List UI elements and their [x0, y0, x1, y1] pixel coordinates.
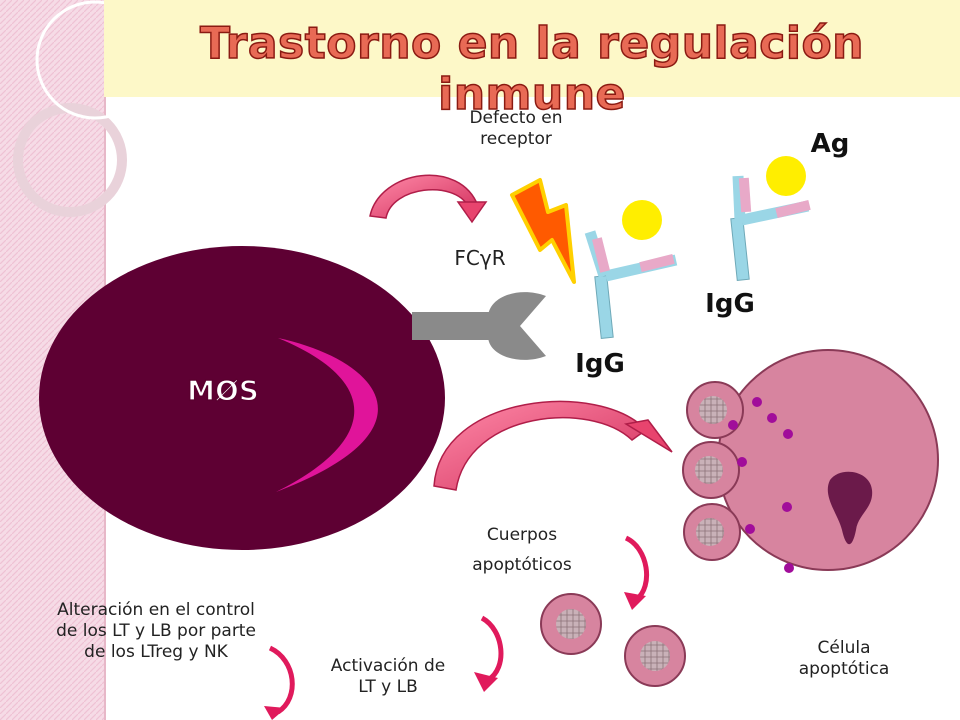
label-ag: Ag — [810, 129, 850, 159]
apoptotic-cell — [717, 349, 939, 571]
label-igg-lower: IgG — [575, 349, 625, 379]
arrow-middle-curve — [433, 400, 648, 491]
condensed-nucleus — [827, 471, 873, 545]
label-alteration: Alteración en el control de los LT y LB … — [56, 600, 256, 662]
macrophage-nucleus-crescent — [276, 338, 378, 492]
label-fcgr: FCγR — [454, 246, 506, 270]
igg-antibody-lower — [584, 200, 678, 340]
label-macrophage: MØS — [186, 374, 259, 407]
fcgr-receptor — [488, 292, 546, 360]
antigen-circle-upper — [766, 156, 806, 196]
page-title: Trastorno en la regulación inmune — [199, 17, 865, 121]
antigen-circle-lower — [622, 200, 662, 240]
arrow-top-head — [456, 201, 488, 224]
title-bar: Trastorno en la regulación inmune — [104, 0, 960, 121]
macrophage-cell — [39, 246, 445, 550]
arrow-bodies — [624, 535, 650, 602]
label-apoptotic-bodies: Cuerpos apoptóticos — [472, 525, 572, 575]
label-apoptotic-cell: Célula apoptótica — [798, 638, 890, 679]
igg-antibody-upper — [730, 156, 811, 282]
defect-bolt-icon — [510, 178, 576, 284]
decor-ring-large — [13, 103, 127, 217]
label-igg-upper: IgG — [705, 289, 755, 319]
arrow-middle-head — [623, 419, 673, 453]
arrow-top-curve — [369, 174, 480, 219]
arrow-activation — [480, 615, 504, 683]
granules — [728, 397, 794, 573]
label-activation: Activación de LT y LB — [330, 656, 446, 697]
receptor-stem — [412, 312, 490, 340]
arrow-alteration — [268, 645, 295, 715]
label-defect-receptor: Defecto en receptor — [469, 108, 563, 149]
